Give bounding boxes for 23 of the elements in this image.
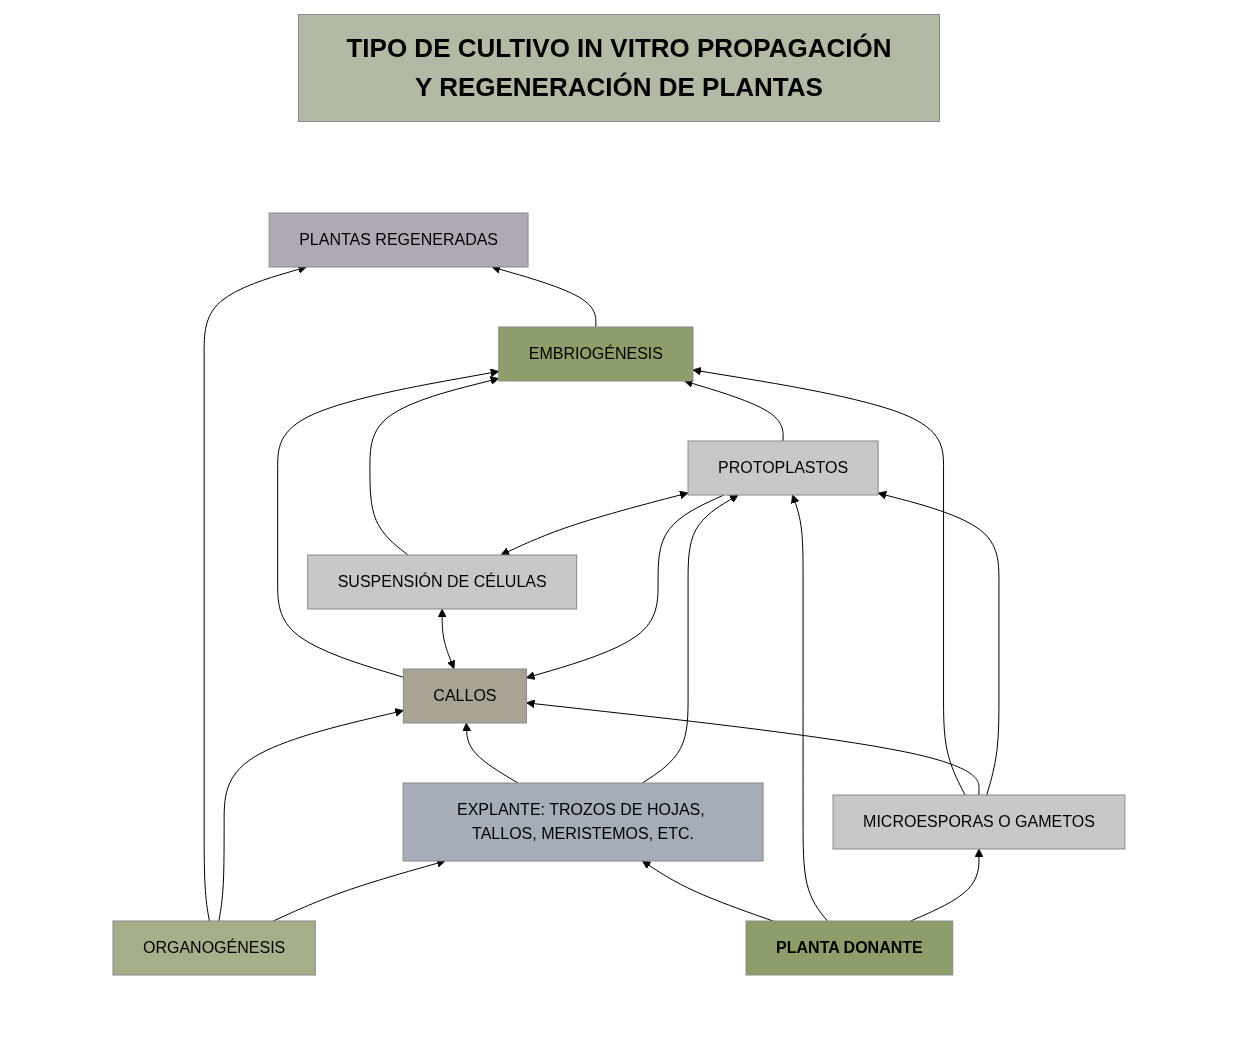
arrow	[642, 494, 739, 784]
arrow	[791, 494, 829, 922]
node-box: EXPLANTE: TROZOS DE HOJAS, TALLOS, MERISTEMOS, ETC.	[402, 782, 764, 862]
arrow	[526, 699, 980, 796]
arrow	[684, 379, 784, 442]
node-box: PROTOPLASTOS	[687, 440, 879, 496]
arrow	[462, 722, 519, 784]
node-box: PLANTAS REGENERADAS	[268, 212, 529, 268]
arrow	[910, 848, 984, 922]
arrow	[692, 366, 966, 796]
node-box: EMBRIOGÉNESIS	[498, 326, 694, 382]
node-box: MICROESPORAS O GAMETOS	[832, 794, 1126, 850]
arrow	[218, 708, 404, 922]
node-box: SUSPENSIÓN DE CÉLULAS	[307, 554, 578, 610]
arrow	[369, 376, 500, 556]
arrow	[500, 490, 689, 556]
arrow	[437, 608, 456, 670]
title-banner: TIPO DE CULTIVO IN VITRO PROPAGACIÓN Y REGENERACIÓN DE PLANTAS	[298, 14, 940, 122]
node-box: ORGANOGÉNESIS	[112, 920, 316, 976]
node-box: CALLOS	[402, 668, 528, 724]
node-box: PLANTA DONANTE	[745, 920, 954, 976]
arrow	[877, 490, 1000, 796]
arrow	[277, 368, 500, 678]
